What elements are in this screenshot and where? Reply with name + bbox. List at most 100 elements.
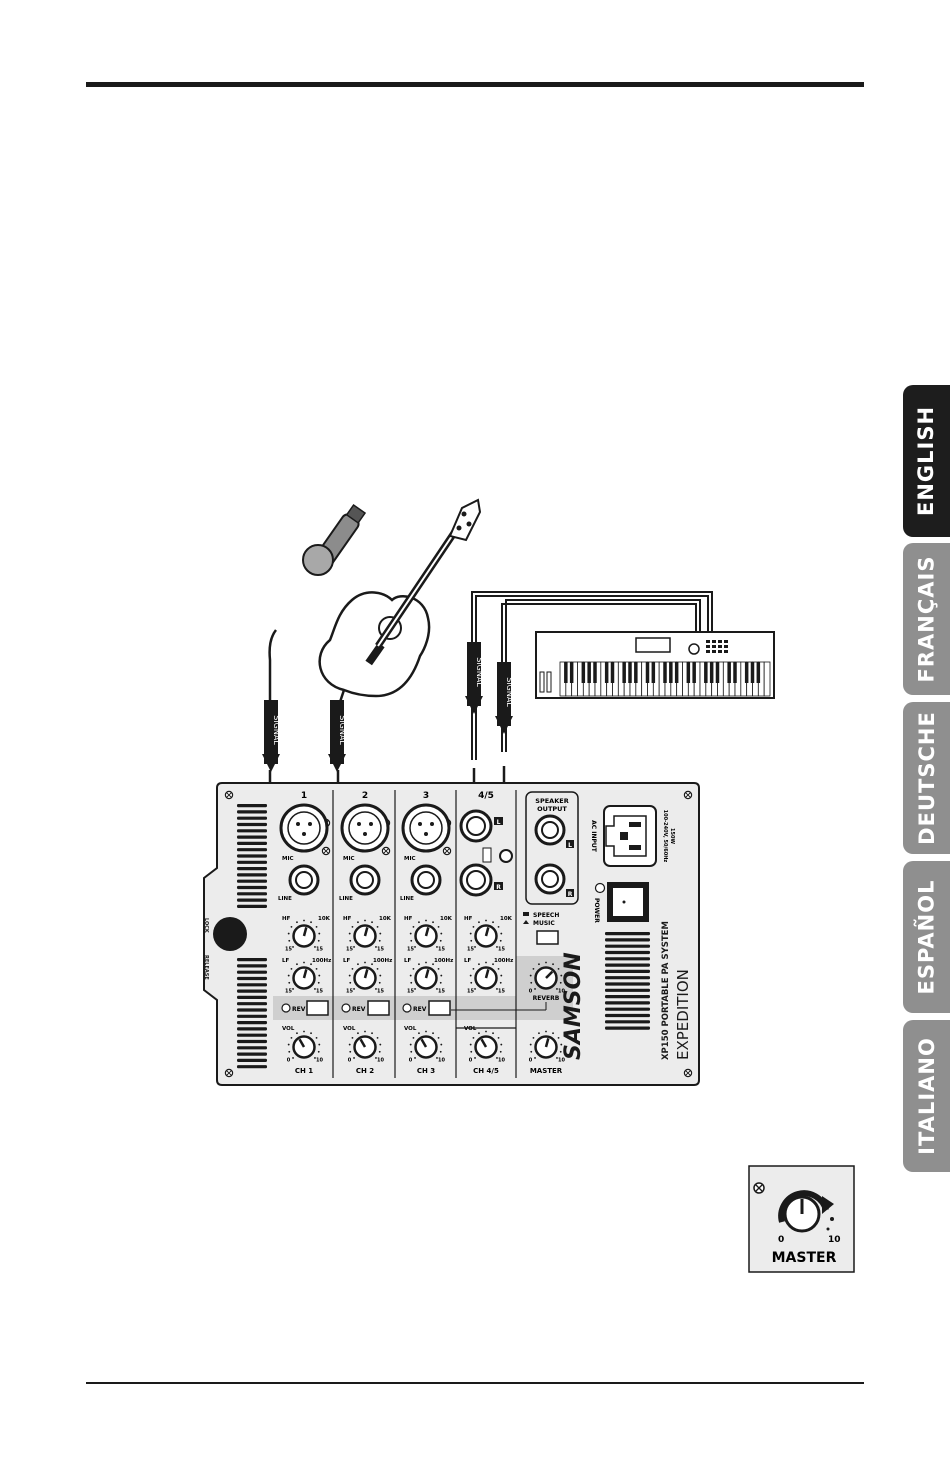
tab-espanol[interactable]: ESPAÑOL [903,861,950,1013]
mic-label-ch3: MIC [404,856,416,862]
xlr-input-ch3[interactable] [401,803,451,853]
vent-slot [237,1052,267,1056]
screw-slot [226,792,232,798]
tab-english[interactable]: ENGLISH [903,385,950,537]
line-input-ch1[interactable] [288,864,320,896]
knob-tick [534,1057,536,1059]
footer-ch45: CH 4/5 [473,1067,499,1075]
tab-italiano[interactable]: ITALIANO [903,1020,950,1172]
vent-slot [237,1008,267,1012]
speech-music-switch[interactable] [536,930,559,945]
knob-tick [439,939,442,942]
keyboard-black-key [593,662,597,683]
line-input-ch2[interactable] [349,864,381,896]
line-input-ch5-right[interactable] [459,863,493,897]
knob-tick [496,988,498,990]
knob-tick [292,946,294,948]
line-input-ch3[interactable] [410,864,442,896]
knob-tick [357,963,359,966]
speaker-output-title-1: SPEAKER [535,797,568,805]
knob-tick [303,919,305,922]
keyboard-black-key [663,662,667,683]
knob-tick [288,939,291,942]
knob-tick [290,1036,293,1039]
tab-deutsche[interactable]: DEUTSCHE [903,702,950,854]
knob-tick [314,1057,316,1059]
knob-tick [379,932,382,935]
knob-tick [499,939,502,942]
knob-tick [529,1043,532,1046]
knob-pointer [298,1038,306,1048]
vent-slot [605,963,650,967]
vent-slot [237,904,267,908]
rev-send-ch1[interactable] [281,1000,329,1016]
knob-scale-min: 15 [407,947,414,953]
screw-slot [685,1070,691,1076]
knob-tick [310,1032,312,1035]
knob-scale-min: 0 [529,989,533,995]
knob-scale-min: 15 [407,989,414,995]
knob-tick [557,967,560,970]
keyboard-black-key [669,662,673,683]
keyboard-black-key [692,662,696,683]
knob-scale-max: 10 [377,1058,384,1064]
channel-1-number: 1 [301,791,307,801]
knob-tick [357,1032,359,1035]
screw-slot [323,848,329,854]
knob-tick [472,1036,475,1039]
rev-send-ch2[interactable] [341,1000,390,1016]
knob-tick [314,946,316,948]
vent-slot [237,873,267,877]
vent-slot [237,854,267,858]
vent-slot [237,810,267,814]
knob-tick [432,921,434,924]
knob-tick [349,939,352,942]
knob-scale-min: 15 [346,947,353,953]
knob-tick [474,946,476,948]
hf-label-ch45: HF [464,916,473,922]
xlr-input-ch2[interactable] [340,803,390,853]
knob-tick [412,925,415,928]
brand-logo: SAMSON [561,952,586,1060]
speaker-output-right-jack[interactable] [534,863,566,895]
knob-scale-min: 0 [348,1058,352,1064]
release-label: RELEASE [203,955,209,980]
hf-freq-ch2: 10K [379,916,392,922]
knob-tick [317,1050,320,1053]
knob-tick [317,939,320,942]
line-label-ch2: LINE [339,896,353,902]
knob-tick [414,1057,416,1059]
vents-left [237,804,267,1069]
line-input-ch4-left[interactable] [459,809,493,843]
knob-pointer [480,1038,488,1048]
rev-send-ch3[interactable] [402,1000,451,1016]
knob-tick [357,921,359,924]
xlr-input-ch1[interactable] [279,803,329,853]
knob-tick [485,961,487,964]
knob-tick [409,1043,412,1046]
knob-tick [348,932,351,935]
lock-knob[interactable] [213,917,247,951]
knob-tick [559,981,562,984]
speaker-r-label: R [568,891,573,898]
knob-scale-max: 15 [498,947,505,953]
vent-slot [237,898,267,902]
tab-francais[interactable]: FRANÇAIS [903,543,950,695]
speaker-output-left-jack[interactable] [534,814,566,846]
vol-knob-ch2[interactable]: 0 10 [348,1030,385,1064]
vent-slot [237,1033,267,1037]
knob-tick [310,921,312,924]
